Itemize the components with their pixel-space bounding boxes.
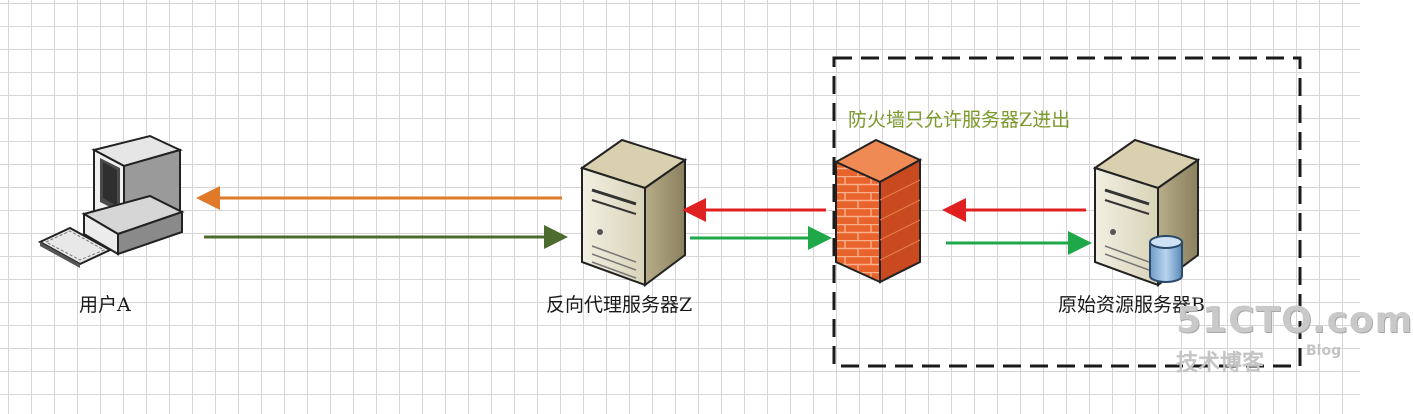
client-label: 用户A bbox=[79, 294, 131, 316]
firewall-rule-label: 防火墙只允许服务器Z进出 bbox=[848, 109, 1071, 131]
computer-icon bbox=[37, 134, 185, 268]
watermark-blog: Blog bbox=[1306, 343, 1342, 359]
proxy-label: 反向代理服务器Z bbox=[546, 294, 693, 316]
proxy-server-icon bbox=[579, 138, 688, 287]
firewall-zone-boundary bbox=[832, 56, 1302, 368]
watermark-brand: 51CTO.com bbox=[1176, 300, 1413, 341]
network-diagram bbox=[37, 56, 1302, 368]
origin-label: 原始资源服务器B bbox=[1058, 294, 1205, 316]
origin-server-icon bbox=[1092, 138, 1201, 287]
watermark-subtitle: 技术博客 bbox=[1176, 351, 1265, 376]
firewall-icon bbox=[833, 138, 923, 284]
database-icon bbox=[1149, 235, 1183, 283]
